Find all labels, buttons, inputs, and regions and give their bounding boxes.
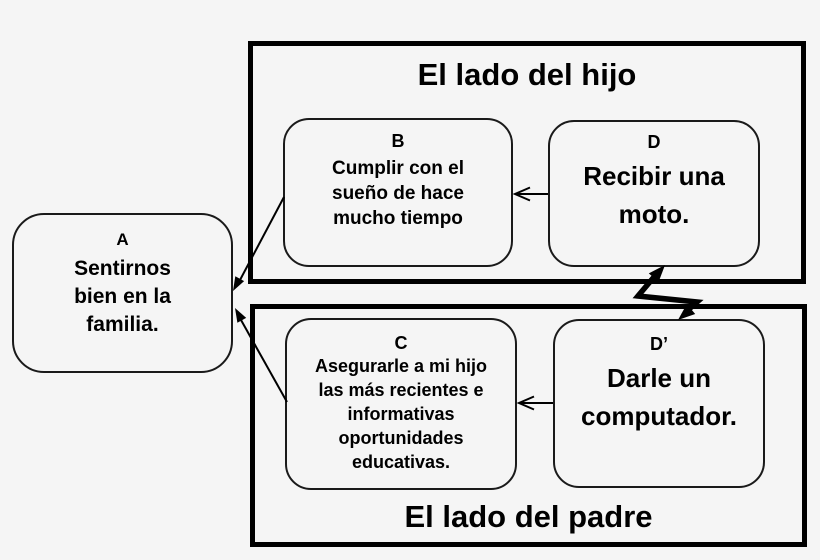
node-d-prime: D’ Darle un computador.	[553, 319, 765, 488]
node-d-label: D	[647, 132, 661, 152]
node-d-prime-label: D’	[650, 334, 668, 354]
node-b-text: Cumplir con el sueño de hace mucho tiemp…	[332, 158, 464, 229]
node-a-text: Sentirnos bien en la familia.	[74, 257, 171, 336]
section-padre-title: El lado del padre	[404, 499, 653, 534]
node-b-label: B	[391, 131, 405, 151]
node-c-label: C	[394, 333, 408, 353]
node-a: A Sentirnos bien en la familia.	[12, 213, 233, 373]
node-a-label: A	[116, 230, 129, 249]
node-d: D Recibir una moto.	[548, 120, 760, 267]
node-d-prime-text: Darle un computador.	[580, 363, 737, 431]
section-hijo-title: El lado del hijo	[417, 57, 637, 92]
section-padre: El lado del padre	[250, 304, 807, 547]
node-c: C Asegurarle a mi hijo las más recientes…	[285, 318, 517, 490]
node-d-text: Recibir una moto.	[583, 161, 725, 229]
node-b: B Cumplir con el sueño de hace mucho tie…	[283, 118, 513, 267]
section-hijo: El lado del hijo	[248, 41, 806, 284]
node-c-text: Asegurarle a mi hijo las más recientes e…	[314, 356, 488, 472]
